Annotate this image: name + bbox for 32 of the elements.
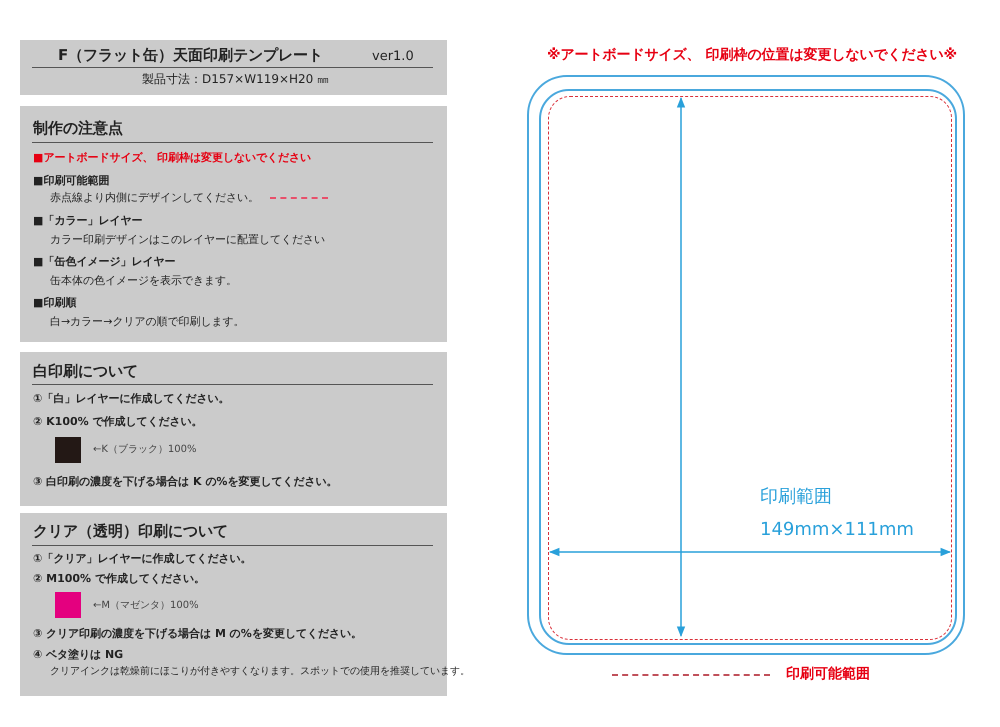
instruction-panel bbox=[20, 352, 447, 506]
version-text: ver1.0 bbox=[372, 49, 414, 65]
instruction-panel bbox=[20, 40, 447, 95]
item-text: ③ クリア印刷の濃度を下げる場合は M の%を変更してください。 bbox=[33, 627, 362, 640]
item-text: ①「白」レイヤーに作成してください。 bbox=[33, 392, 230, 406]
print-area-text: 149mm×111mm bbox=[760, 519, 914, 541]
instruction-panel bbox=[20, 106, 447, 342]
description-text: クリアインクは乾燥前にほこりが付きやすくなります。スポットでの使用を推奨しています。 bbox=[50, 666, 470, 678]
item-text: ■印刷可能範囲 bbox=[33, 174, 110, 188]
item-text: ② K100% で作成してください。 bbox=[33, 415, 202, 428]
section-heading: 白印刷について bbox=[33, 362, 138, 380]
warning-text: ■アートボードサイズ、 印刷枠は変更しないでください bbox=[33, 151, 312, 164]
legend-text: 印刷可能範囲 bbox=[786, 666, 870, 683]
description-text: カラー印刷デザインはこのレイヤーに配置してください bbox=[50, 233, 325, 246]
title-text: F（フラット缶）天面印刷テンプレート bbox=[58, 46, 324, 64]
print-area-text: 印刷範囲 bbox=[760, 486, 832, 508]
item-text: ①「クリア」レイヤーに作成してください。 bbox=[33, 552, 252, 566]
item-text: ④ ベタ塗りは NG bbox=[33, 648, 124, 662]
legend-text: ←M（マゼンタ）100% bbox=[93, 600, 199, 612]
description-text: 缶本体の色イメージを表示できます。 bbox=[50, 274, 237, 288]
item-text: ■「カラー」レイヤー bbox=[33, 214, 142, 228]
section-heading: 制作の注意点 bbox=[33, 119, 123, 137]
description-text: 白→カラー→クリアの順で印刷します。 bbox=[50, 315, 244, 328]
item-text: ■印刷順 bbox=[33, 296, 76, 310]
section-heading: クリア（透明）印刷について bbox=[33, 522, 228, 540]
item-text: ② M100% で作成してください。 bbox=[33, 572, 205, 586]
dimension-text: 製品寸法：D157×W119×H20 ㎜ bbox=[142, 72, 330, 86]
warning-text: ※アートボードサイズ、 印刷枠の位置は変更しないでください※ bbox=[547, 47, 958, 64]
description-text: 赤点線より内側にデザインしてください。 bbox=[50, 191, 259, 204]
legend-text: ←K（ブラック）100% bbox=[93, 444, 197, 456]
item-text: ③ 白印刷の濃度を下げる場合は K の%を変更してください。 bbox=[33, 475, 338, 488]
item-text: ■「缶色イメージ」レイヤー bbox=[33, 255, 176, 268]
